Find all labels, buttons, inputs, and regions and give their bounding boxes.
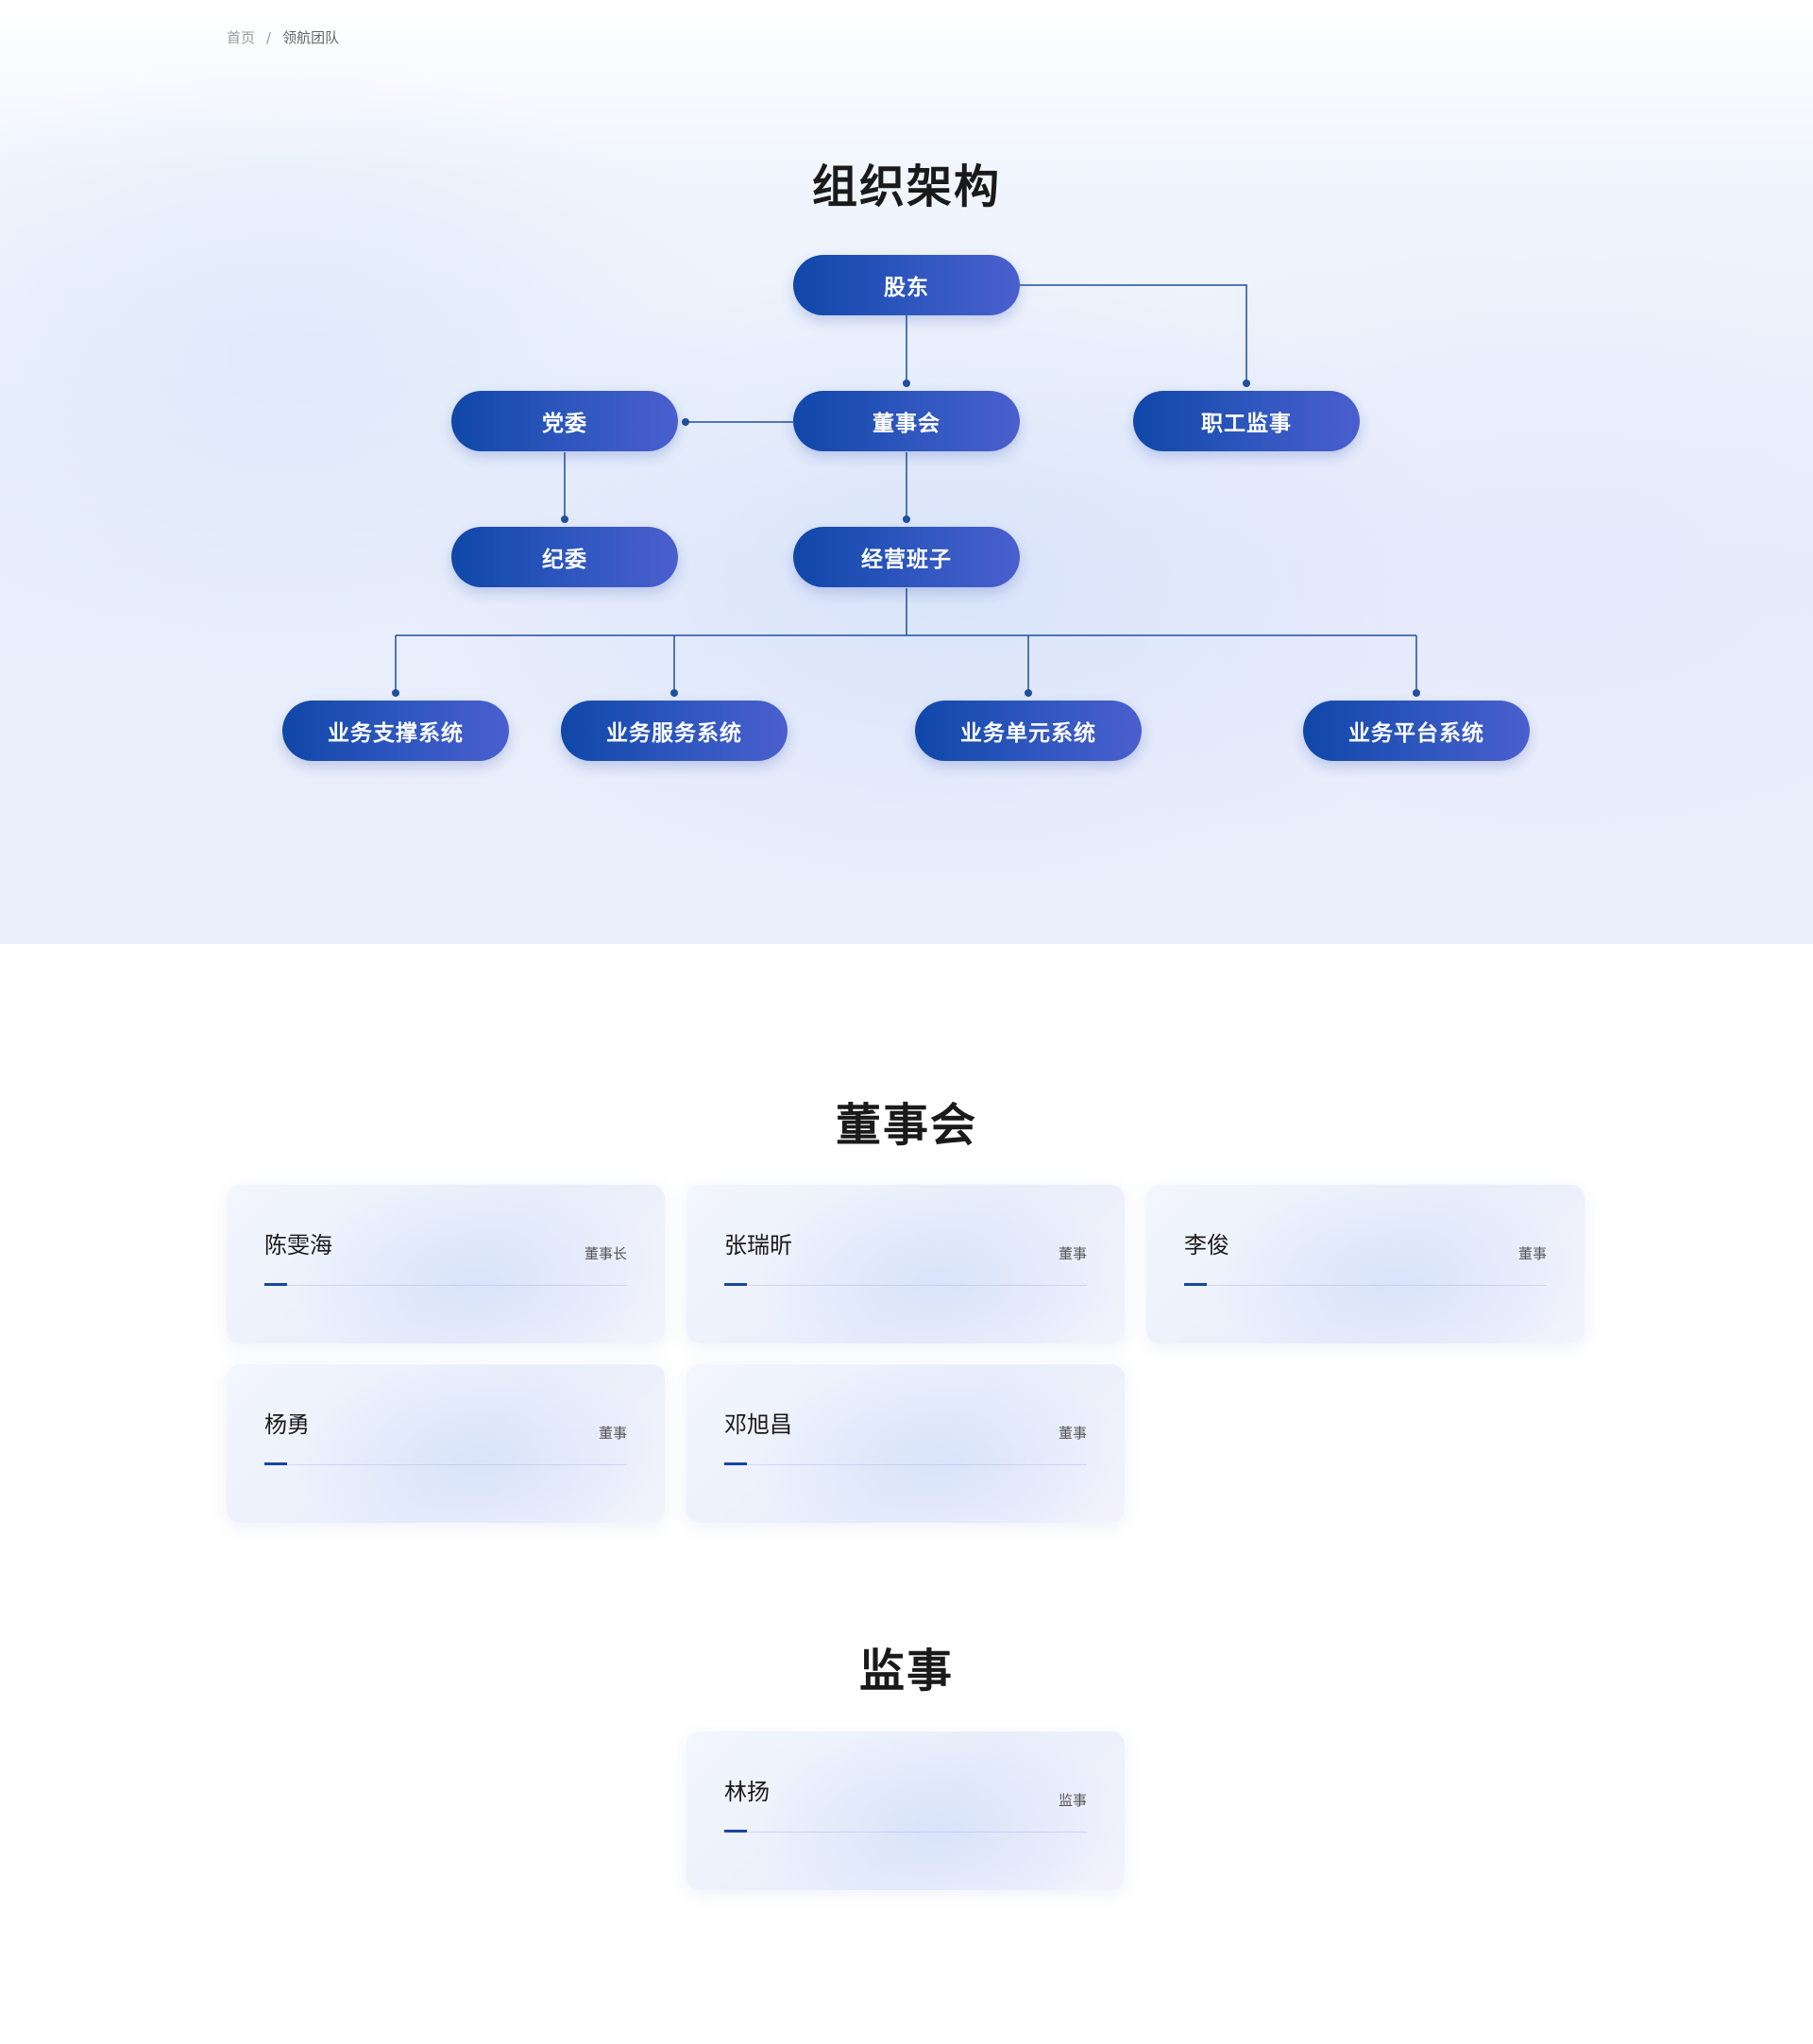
node-support-system: 业务支撑系统 <box>282 701 509 761</box>
card-divider <box>264 1285 627 1286</box>
card-divider <box>724 1464 1087 1465</box>
breadcrumb: 首页 / 领航团队 <box>227 27 339 47</box>
member-card[interactable]: 李俊 董事 <box>1146 1185 1584 1343</box>
card-accent-bar <box>264 1462 287 1465</box>
org-chart-section: 首页 / 领航团队 组织架构 <box>0 0 1813 944</box>
node-employee-supervisor: 职工监事 <box>1133 391 1360 451</box>
node-discipline-committee: 纪委 <box>451 527 678 587</box>
member-name: 杨勇 <box>264 1411 310 1438</box>
member-card[interactable]: 张瑞昕 董事 <box>686 1185 1125 1343</box>
card-divider <box>1184 1285 1547 1286</box>
org-chart-title: 组织架构 <box>811 160 1001 213</box>
breadcrumb-home-link[interactable]: 首页 <box>227 29 256 46</box>
member-name: 张瑞昕 <box>724 1232 792 1258</box>
member-role: 董事 <box>598 1425 627 1442</box>
org-chart-connectors <box>392 284 1420 697</box>
member-name: 李俊 <box>1184 1232 1229 1258</box>
node-party-committee: 党委 <box>451 391 678 451</box>
member-card[interactable]: 陈雯海 董事长 <box>227 1185 665 1343</box>
member-name: 邓旭昌 <box>724 1411 792 1438</box>
connector-shareholders-supervisor <box>1020 284 1247 383</box>
card-accent-bar <box>1184 1283 1207 1286</box>
node-management-team: 经营班子 <box>793 527 1020 587</box>
card-accent-bar <box>264 1283 287 1286</box>
member-name: 陈雯海 <box>264 1232 332 1258</box>
node-platform-system: 业务平台系统 <box>1303 701 1530 761</box>
member-card[interactable]: 邓旭昌 董事 <box>686 1364 1125 1523</box>
member-role: 董事 <box>1058 1425 1087 1442</box>
member-role: 董事长 <box>584 1245 627 1262</box>
card-divider <box>264 1464 627 1465</box>
member-role: 董事 <box>1517 1245 1547 1262</box>
card-divider <box>724 1832 1087 1833</box>
supervisor-section-title: 监事 <box>858 1645 954 1698</box>
breadcrumb-separator: / <box>266 28 272 46</box>
card-accent-bar <box>724 1283 747 1286</box>
member-role: 监事 <box>1058 1792 1087 1809</box>
card-accent-bar <box>724 1462 747 1465</box>
node-shareholders: 股东 <box>793 255 1020 315</box>
member-card[interactable]: 林扬 监事 <box>686 1731 1125 1890</box>
member-name: 林扬 <box>724 1779 770 1805</box>
card-divider <box>724 1285 1087 1286</box>
node-unit-system: 业务单元系统 <box>915 701 1142 761</box>
board-section-title: 董事会 <box>835 1099 977 1152</box>
card-accent-bar <box>724 1830 747 1833</box>
node-board: 董事会 <box>793 391 1020 451</box>
member-card[interactable]: 杨勇 董事 <box>227 1364 665 1523</box>
node-service-system: 业务服务系统 <box>561 701 788 761</box>
member-role: 董事 <box>1058 1245 1087 1262</box>
breadcrumb-current: 领航团队 <box>282 29 340 46</box>
